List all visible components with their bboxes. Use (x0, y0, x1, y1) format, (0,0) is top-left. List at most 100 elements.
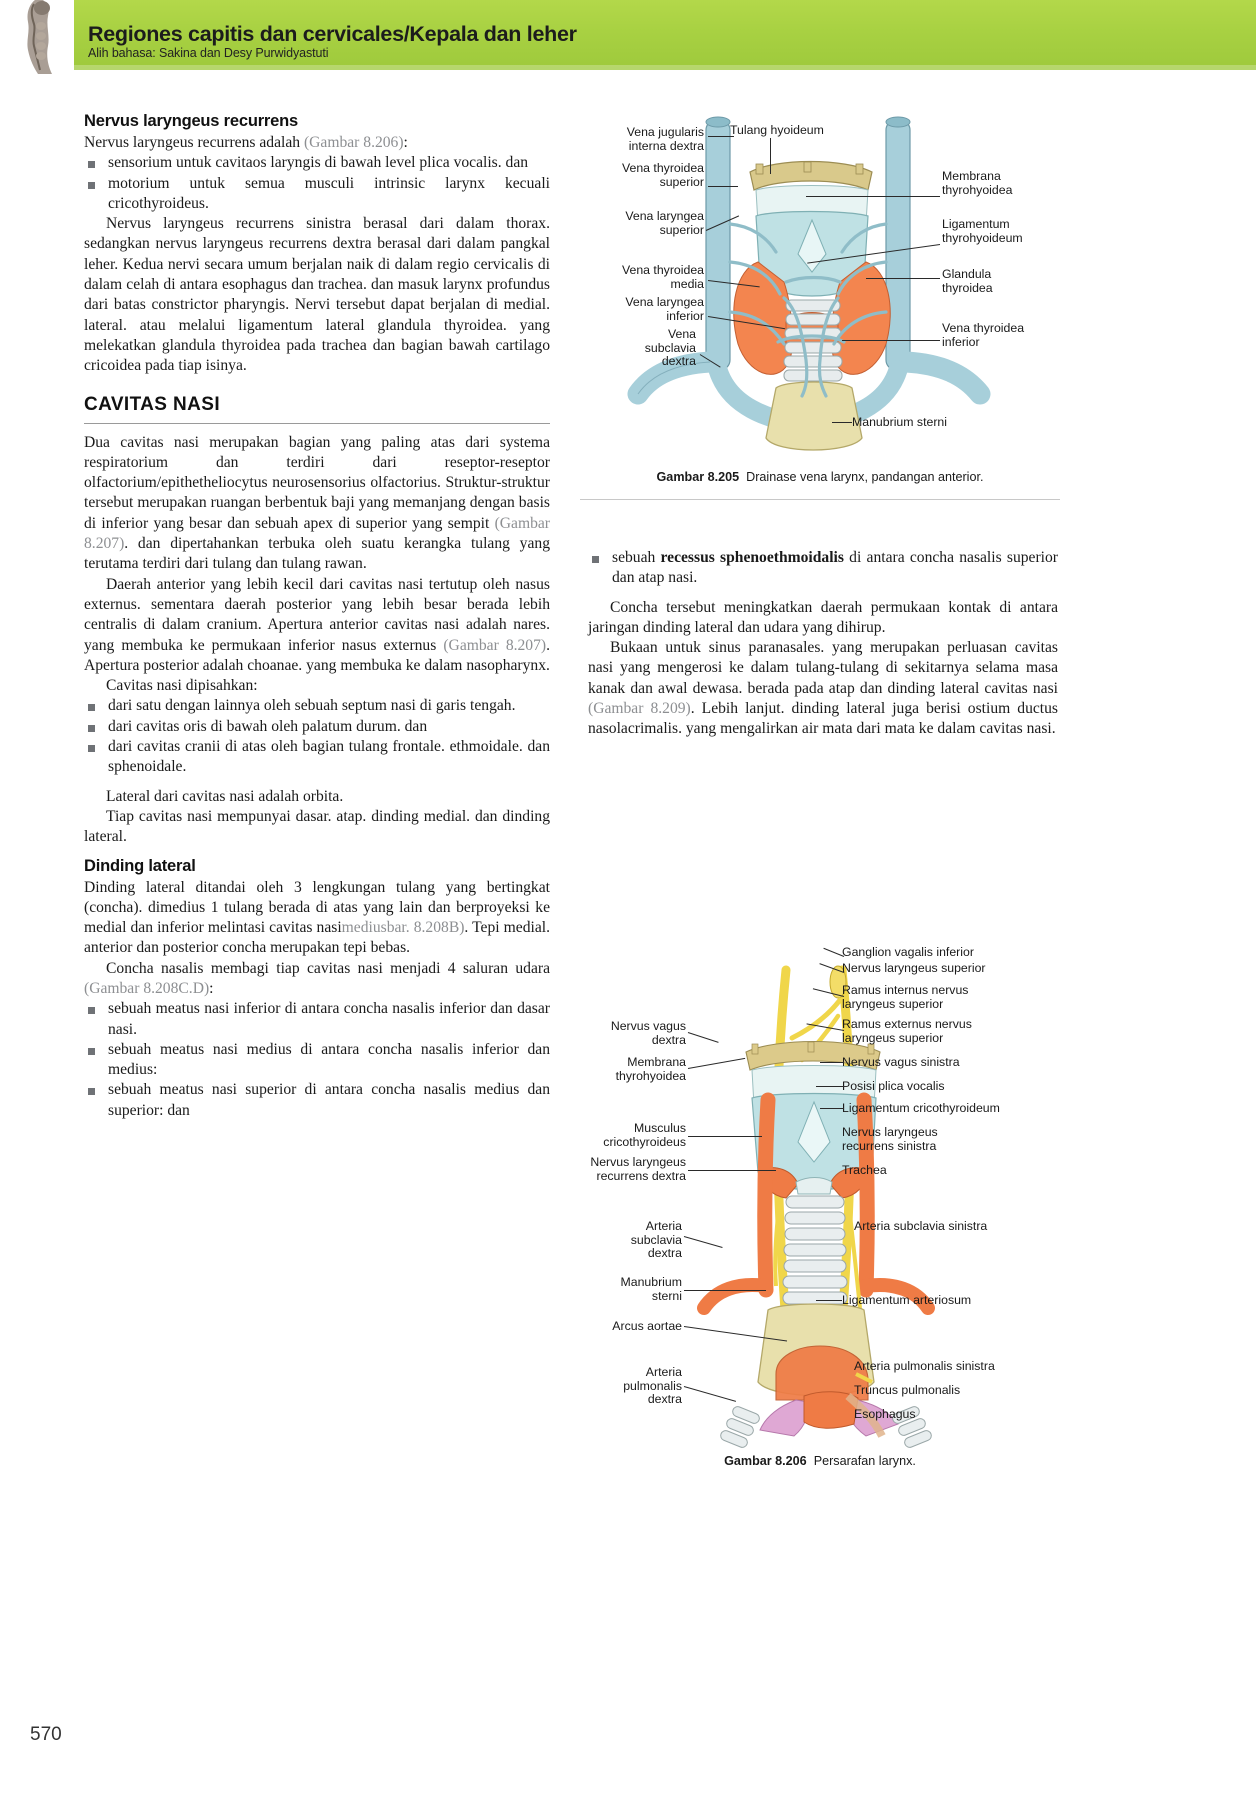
figure-8205: Vena jugularis interna dextra Vena thyro… (580, 112, 1060, 532)
paragraph-cavitas-nasi-2: Daerah anterior yang lebih kecil dari ca… (84, 575, 550, 676)
fig8205-label-vena-laryngea-inferior: Vena laryngea inferior (625, 295, 704, 323)
list-item: sebuah meatus nasi inferior di antara co… (84, 999, 550, 1040)
leader-line (842, 340, 940, 341)
fig8206-label-arteria-pulmonalis-sinistra: Arteria pulmonalis sinistra (854, 1359, 995, 1373)
fig8205-label-vena-thyroidea-inferior: Vena thyroidea inferior (942, 321, 1025, 349)
figure-8205-illustration (627, 116, 991, 451)
fig8206-label-membrana-thyrohyoidea: Membrana thyrohyoidea (615, 1055, 686, 1083)
figure-8206: Nervus vagus dextra Membrana thyrohyoide… (580, 930, 1060, 1490)
fig8206-label-ramus-internus-nervus-laryngeus-superior: Ramus internus nervus laryngeus superior (842, 983, 969, 1011)
leader-line (806, 196, 940, 197)
leader-line (708, 186, 738, 187)
para3-part-b: . Apertura posterior adalah choanae. yan… (84, 636, 551, 674)
fig8206-label-trachea: Trachea (842, 1163, 887, 1177)
figure-8206-caption-label: Gambar 8.206 (724, 1454, 807, 1468)
fig8205-label-glandula-thyroidea: Glandula thyroidea (942, 267, 993, 295)
figure-reference-8208b[interactable]: bar. 8.208B) (386, 919, 465, 937)
figure-8205-caption-label: Gambar 8.205 (656, 470, 740, 484)
fig8206-label-ganglion-vagalis-inferior: Ganglion vagalis inferior (842, 945, 974, 959)
fig8205-label-vena-laryngea-superior: Vena laryngea superior (625, 209, 704, 237)
leader-line (708, 136, 734, 137)
figure-reference-8207a[interactable]: (Gambar 8.207) (84, 514, 550, 553)
para8-part-a: Concha nasalis membagi tiap cavitas nasi… (106, 959, 550, 977)
fig8206-label-ligamentum-cricothyroideum: Ligamentum cricothyroideum (842, 1101, 1000, 1115)
left-text-column: Nervus laryngeus recurrens Nervus laryng… (84, 112, 550, 1121)
leader-line (684, 1290, 766, 1291)
leader-line (770, 138, 771, 174)
paragraph-tiap-cavitas: Tiap cavitas nasi mempunyai dasar. atap.… (84, 807, 550, 846)
paragraph-sinus-paranasales: Bukaan untuk sinus paranasales. yang mer… (588, 638, 1058, 739)
intro-tail: : (403, 134, 408, 151)
figure-8206-caption-text: Persarafan larynx. (813, 1454, 916, 1468)
paragraph-concha-permukaan: Concha tersebut meningkatkan daerah perm… (588, 598, 1058, 636)
figure-8205-caption-text: Drainase vena larynx, pandangan anterior… (746, 470, 984, 484)
bullet-part-b: di antara concha nasalis superior dan at… (612, 549, 1058, 587)
fig8206-label-arteria-pulmonalis-dextra: Arteria pulmonalis dextra (623, 1365, 682, 1407)
figure-reference-8206[interactable]: (Gambar 8.206) (303, 134, 404, 151)
fig8206-label-esophagus: Esophagus (854, 1407, 916, 1421)
figure-reference-8207b[interactable]: (Gambar 8.207) (443, 636, 547, 654)
fig8205-label-manubrium-sterni: Manubrium sterni (852, 415, 947, 429)
fig8205-label-vena-thyroidea-superior: Vena thyroidea superior (621, 161, 704, 189)
para7-part-a: Dinding lateral ditandai oleh 3 lengkung… (84, 878, 550, 937)
leader-line (816, 1300, 842, 1301)
leader-line (820, 1062, 844, 1063)
section-heading-cavitas-nasi: CAVITAS NASI (84, 394, 550, 424)
fig8205-label-tulang-hyoideum: Tulang hyoideum (730, 123, 824, 137)
leader-line (866, 278, 940, 279)
figure-8206-illustration (697, 965, 935, 1448)
leader-line (832, 422, 852, 423)
list-item: dari cavitas oris di bawah oleh palatum … (84, 717, 550, 737)
fig8206-label-nervus-vagus-dextra: Nervus vagus dextra (610, 1019, 686, 1047)
list-item-text: sebuah meatus nasi superior di antara co… (108, 1081, 550, 1119)
figure-reference-8208cd[interactable]: (Gambar 8.208C.D) (84, 979, 210, 997)
bullet-bold-term: recessus sphenoethmoidalis (660, 549, 844, 566)
intro-text: Nervus laryngeus recurrens adalah (84, 134, 304, 151)
list-item: motorium untuk semua musculi intrinsic l… (84, 174, 550, 215)
figure-reference-8208b-a[interactable]: medius (341, 919, 387, 937)
list-item: dari cavitas cranii di atas oleh bagian … (84, 737, 550, 778)
list-item: sensorium untuk cavitaos laryngis di baw… (84, 153, 550, 173)
list-item: dari satu dengan lainnya oleh sebuah sep… (84, 696, 550, 716)
fig8206-label-ligamentum-arteriosum: Ligamentum arteriosum (842, 1293, 972, 1307)
fig8205-label-membrana-thyrohyoidea: Membrana thyrohyoidea (942, 169, 1013, 197)
para7-part-b: . Tepi medial. anterior dan posterior co… (84, 919, 551, 957)
list-item-text: sebuah meatus nasi medius di antara conc… (108, 1040, 550, 1079)
paragraph-cavitas-dipisahkan: Cavitas nasi dipisahkan: (106, 677, 258, 695)
fig8206-label-posisi-plica-vocalis: Posisi plica vocalis (842, 1079, 945, 1093)
page-header: Regiones capitis dan cervicales/Kepala d… (0, 0, 1256, 76)
list-item: sebuah meatus nasi superior di antara co… (84, 1080, 550, 1121)
fig8206-label-manubrium-sterni: Manubrium sterni (620, 1275, 682, 1303)
header-green-band (68, 0, 1256, 70)
paragraph-lateral-orbita: Lateral dari cavitas nasi adalah orbita. (106, 787, 344, 805)
figure-8205-divider (580, 499, 1060, 500)
para8-part-b: : (209, 979, 214, 997)
fig8206-label-ramus-externus-nervus-laryngeus-superior: Ramus externus nervus laryngeus superior (842, 1017, 972, 1045)
para-part-b: . Lebih lanjut. dinding lateral juga ber… (588, 700, 1058, 738)
page-title: Regiones capitis dan cervicales/Kepala d… (88, 22, 577, 46)
fig8205-label-vena-thyroidea-media: Vena thyroidea media (621, 263, 704, 291)
figure-8206-caption: Gambar 8.206 Persarafan larynx. (580, 1454, 1060, 1468)
leader-line (816, 1086, 844, 1087)
heading-dinding-lateral: Dinding lateral (84, 856, 196, 875)
bullet-list-recurrens: sensorium untuk cavitaos laryngis di baw… (84, 153, 550, 214)
fig8206-label-arteria-subclavia-dextra: Arteria subclavia dextra (630, 1219, 682, 1261)
page-number: 570 (30, 1724, 62, 1745)
figure-reference-8209[interactable]: (Gambar 8.209) (588, 700, 691, 718)
paragraph-cavitas-nasi-1: Dua cavitas nasi merupakan bagian yang p… (84, 433, 550, 575)
leader-line (688, 1136, 762, 1137)
fig8206-label-nervus-laryngeus-recurrens-sinistra: Nervus laryngeus recurrens sinistra (842, 1125, 938, 1153)
figure-8205-caption: Gambar 8.205 Drainase vena larynx, panda… (580, 470, 1060, 484)
paragraph-recurrens-course: Nervus laryngeus recurrens sinistra bera… (84, 215, 550, 375)
fig8205-label-ligamentum-thyrohyoideum: Ligamentum thyrohyoideum (942, 217, 1023, 245)
list-item-text: sebuah meatus nasi inferior di antara co… (108, 1000, 550, 1038)
fig8205-label-vena-subclavia-dextra: Vena subclavia dextra (644, 327, 696, 369)
fig8206-label-arcus-aortae: Arcus aortae (612, 1319, 682, 1333)
list-item: sebuah meatus nasi medius di antara conc… (84, 1040, 550, 1081)
header-anatomy-thumbnail-icon (8, 0, 74, 76)
fig8206-label-musculus-cricothyroideus: Musculus cricothyroideus (603, 1121, 686, 1149)
fig8206-label-nervus-laryngeus-recurrens-dextra: Nervus laryngeus recurrens dextra (590, 1155, 686, 1183)
fig8206-label-nervus-vagus-sinistra: Nervus vagus sinistra (842, 1055, 960, 1069)
list-item: sebuah recessus sphenoethmoidalis di ant… (588, 548, 1058, 589)
para-part-a: Bukaan untuk sinus paranasales. yang mer… (588, 639, 1058, 697)
